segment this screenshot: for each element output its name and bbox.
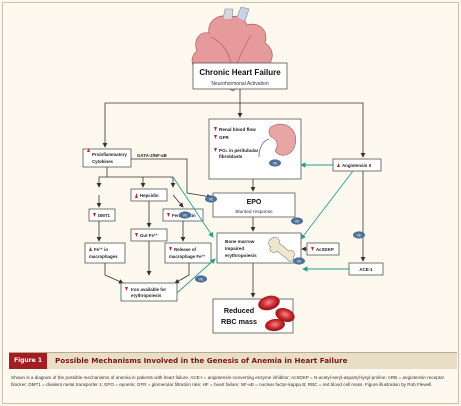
red-blood-cells-icon	[258, 295, 295, 332]
iron-flow-connectors	[96, 221, 190, 284]
iron-available-box	[120, 282, 178, 302]
hepcidin-branches	[96, 194, 184, 228]
marrow-line3: erythropoiesis	[225, 253, 257, 258]
svg-text:VE: VE	[295, 220, 300, 224]
fe-macro-line2: macrophages	[89, 254, 118, 259]
epo-sub: Blunted response	[235, 209, 273, 215]
renal-flow-label: Renal blood flow	[219, 127, 256, 132]
cytokines-line2: Cytokines	[92, 159, 114, 164]
reduced-line1: Reduced	[224, 306, 254, 315]
svg-text:VE: VE	[209, 198, 214, 202]
dmt1-label: DMT1	[98, 213, 111, 218]
anemia-mechanism-diagram: Chronic Heart Failure Neurohormonal Acti…	[82, 7, 384, 334]
figure-title-bar: Figure 1 Possible Mechanisms Involved in…	[9, 352, 457, 369]
ve-badge-ace: VE	[353, 231, 365, 239]
release-line2: macrophage Fe²⁺	[169, 254, 205, 259]
release-fe-box	[164, 242, 212, 264]
fe-macro-line1: Fe²⁺ in	[94, 247, 108, 252]
kidney-icon	[258, 123, 297, 158]
gut-fe-label: Gut Fe²⁺	[140, 233, 158, 238]
angiotensin-label: Angiotensin II	[342, 163, 371, 168]
ve-badge-mid: VE	[291, 217, 303, 225]
acsdkp-label: AcSDKP	[316, 247, 334, 252]
iron-line2: erythropoiesis	[131, 293, 162, 298]
marrow-line2: Impaired	[225, 246, 244, 251]
epo-box	[212, 192, 296, 218]
svg-text:VE: VE	[183, 214, 188, 218]
ve-badge-left: VE	[179, 211, 191, 219]
ve-badge-marrow: VE	[293, 257, 305, 265]
po2-label: PO₂ in peritubular	[219, 148, 259, 153]
chf-connectors	[102, 89, 366, 158]
renal-down-arrows	[214, 127, 217, 152]
figure-label: Figure 1	[9, 353, 47, 369]
fe-macrophages-box	[84, 242, 126, 264]
svg-text:VE: VE	[199, 278, 204, 282]
svg-text:VE: VE	[297, 260, 302, 264]
chf-box	[192, 62, 288, 90]
ve-badge-cytokine: VE	[205, 195, 217, 203]
epo-title: EPO	[247, 199, 262, 206]
chf-title: Chronic Heart Failure	[199, 68, 281, 77]
cytokines-line1: Proinflammatory	[92, 152, 127, 157]
ve-badges: VE VE VE VE VE VE	[179, 159, 365, 283]
fibroblast-label: fibroblasts	[219, 154, 243, 159]
bone-icon	[268, 237, 295, 262]
reduced-line2: RBC mass	[221, 317, 257, 326]
iron-line1: Iron available for	[131, 287, 166, 292]
ve-badge-renal: VE	[269, 159, 281, 167]
hepcidin-label: Hepcidin	[140, 193, 159, 198]
gfr-label: GFR	[219, 135, 229, 140]
marrow-line1: Bone marrow	[225, 239, 255, 244]
dmt1-box	[88, 208, 116, 222]
ve-badge-iron: VE	[195, 275, 207, 283]
figure-title: Possible Mechanisms Involved in the Gene…	[55, 356, 348, 365]
cytokine-branches	[96, 167, 176, 188]
release-line1: Release of	[174, 247, 197, 252]
svg-text:VE: VE	[357, 234, 362, 238]
chf-subtitle: Neurohormonal Activation	[211, 81, 268, 87]
figure-caption: Shown is a diagram of the possible mecha…	[11, 375, 445, 387]
svg-text:VE: VE	[273, 162, 278, 166]
ace-label: ACE-1	[359, 267, 373, 272]
gata-label: GATA-2/NF-κB	[137, 153, 167, 158]
